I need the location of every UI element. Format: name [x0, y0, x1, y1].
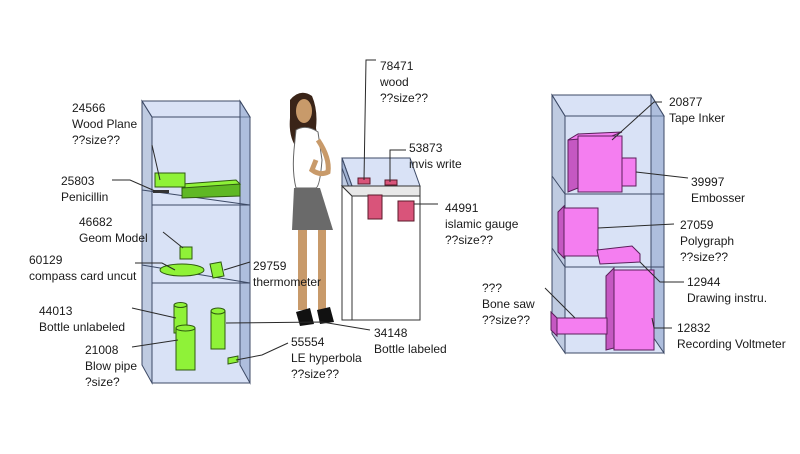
- leader-wood-plane: [151, 144, 161, 181]
- label-drawing-instru: 12944 Drawing instru.: [687, 275, 767, 305]
- label-wood: 78471 wood ??size??: [379, 59, 428, 105]
- leader-embosser: [635, 171, 689, 179]
- left-case-right-panel: [239, 99, 251, 385]
- visitor-figure: [289, 92, 334, 326]
- leader-bottle-labeled: [225, 321, 371, 331]
- leader-geom-model: [162, 231, 184, 249]
- label-polygraph: 27059 Polygraph ??size??: [680, 218, 737, 264]
- label-wood-plane: 24566 Wood Plane ??size??: [72, 101, 141, 147]
- leader-bottle-unlabeled: [131, 307, 177, 319]
- label-invis-write: 53873 invis write: [409, 141, 462, 171]
- label-geom-model: 46682 Geom Model: [79, 215, 148, 245]
- leader-bone-saw: [544, 287, 576, 319]
- label-embosser: 39997 Embosser: [691, 175, 745, 205]
- leader-tape-inker: [611, 101, 662, 141]
- pedestal-top-edge: [340, 185, 421, 197]
- label-recording-voltmeter: 12832 Recording Voltmeter: [677, 321, 786, 351]
- right-display-case: [550, 93, 665, 355]
- leader-drawing-instru: [639, 261, 684, 283]
- object-labels: 24566 Wood Plane ??size?? 25803 Penicill…: [29, 59, 786, 389]
- label-bone-saw: ??? Bone saw ??size??: [482, 281, 538, 327]
- right-case-top: [551, 94, 665, 117]
- invis-write-object: [367, 194, 383, 220]
- leader-invis-write: [389, 149, 406, 182]
- recording-voltmeter-object: [605, 266, 655, 351]
- label-tape-inker: 20877 Tape Inker: [669, 95, 725, 125]
- label-compass-card: 60129 compass card uncut: [29, 253, 137, 283]
- label-penicillin: 25803 Penicillin: [61, 174, 108, 204]
- leader-blow-pipe: [131, 339, 179, 348]
- label-blow-pipe: 21008 Blow pipe ?size?: [85, 343, 140, 389]
- drawing-instrument-object: [596, 245, 641, 265]
- le-hyperbola-object: [227, 355, 239, 365]
- bone-saw-object: [550, 310, 608, 338]
- islamic-gauge-object: [397, 200, 415, 222]
- wood-plane-object: [154, 172, 242, 199]
- bottle-labeled-object: [210, 307, 226, 350]
- leader-compass-card: [135, 262, 176, 271]
- leader-thermometer: [223, 261, 251, 271]
- label-bottle-labeled: 34148 Bottle labeled: [374, 326, 447, 356]
- leader-lines: [112, 59, 689, 361]
- penicillin-object: [153, 190, 169, 193]
- blow-pipe-object: [175, 324, 196, 371]
- leader-wood: [363, 59, 376, 181]
- geom-model-object: [179, 246, 193, 260]
- embosser-object: [621, 157, 637, 187]
- label-thermometer: 29759 thermometer: [253, 259, 321, 289]
- label-bottle-unlabeled: 44013 Bottle unlabeled: [39, 304, 125, 334]
- leader-polygraph: [597, 223, 675, 229]
- leader-le-hyperbola: [235, 342, 289, 361]
- right-case-shelf: [551, 247, 566, 268]
- label-le-hyperbola: 55554 LE hyperbola ??size??: [291, 335, 365, 381]
- tape-inker-object: [567, 131, 623, 193]
- thermometer-object: [209, 261, 225, 279]
- left-display-case: [141, 99, 251, 385]
- right-case-shelf: [551, 175, 566, 195]
- polygraph-object: [557, 204, 599, 260]
- left-case-front: [151, 116, 251, 384]
- leader-penicillin: [112, 179, 156, 192]
- invis-write-small-object: [384, 179, 398, 186]
- pedestal-case: [340, 157, 421, 321]
- left-case-top: [141, 100, 251, 118]
- label-islamic-gauge: 44991 islamic gauge ??size??: [445, 201, 522, 247]
- leader-recording-voltmeter: [651, 317, 672, 329]
- compass-card-object: [159, 263, 205, 277]
- pedestal-base-side: [341, 184, 353, 321]
